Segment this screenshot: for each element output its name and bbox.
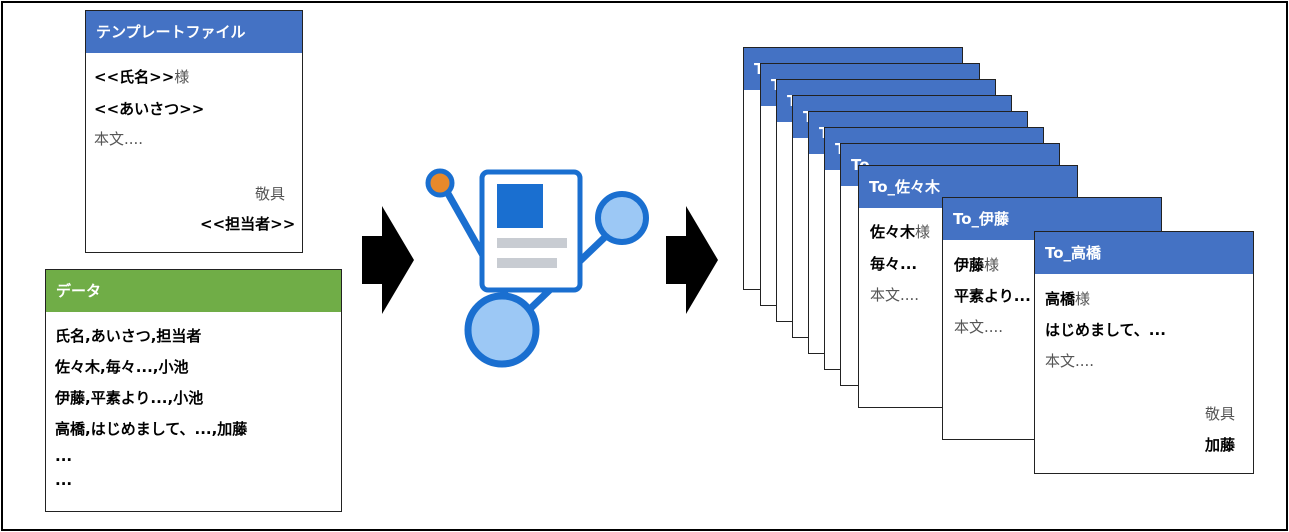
data-card-title: データ — [46, 270, 341, 312]
template-staff-field: <<担当者>> — [200, 215, 296, 233]
data-row: 氏名,あいさつ,担当者 — [55, 327, 202, 345]
output-card-title: To_高橋 — [1035, 232, 1253, 274]
takahashi-name-line: 高橋様 — [1045, 288, 1090, 309]
takahashi-name: 高橋 — [1045, 290, 1076, 308]
template-closing: 敬具 — [255, 185, 286, 203]
output-card-takahashi: To_高橋 — [1034, 231, 1254, 474]
takahashi-closing: 敬具 — [1205, 405, 1236, 423]
takahashi-suffix: 様 — [1075, 290, 1091, 308]
template-card-title: テンプレートファイル — [86, 11, 302, 53]
ito-greeting: 平素より... — [954, 287, 1031, 305]
ito-body: 本文.... — [954, 318, 1004, 336]
document-merge-icon — [425, 168, 649, 368]
data-row: 伊藤,平素より...,小池 — [55, 389, 204, 407]
template-greeting-field: <<あいさつ>> — [94, 100, 205, 118]
data-row: 高橋,はじめまして、...,加藤 — [55, 420, 248, 438]
template-body: 本文.... — [94, 130, 144, 148]
takahashi-body: 本文.... — [1045, 352, 1095, 370]
sasaki-name: 佐々木 — [870, 223, 916, 241]
template-name-field: <<氏名>>様 — [94, 66, 189, 87]
sasaki-suffix: 様 — [915, 223, 931, 241]
takahashi-staff: 加藤 — [1205, 436, 1236, 454]
sasaki-name-line: 佐々木様 — [870, 221, 930, 242]
takahashi-greeting: はじめまして、... — [1045, 321, 1166, 339]
data-row: ... — [55, 447, 73, 465]
name-suffix: 様 — [174, 68, 190, 86]
right-arrow-icon — [666, 206, 718, 314]
ito-name: 伊藤 — [954, 256, 985, 274]
name-placeholder: <<氏名>> — [94, 68, 175, 86]
sasaki-body: 本文.... — [870, 286, 920, 304]
data-row: 佐々木,毎々...,小池 — [55, 358, 189, 376]
data-row: ... — [55, 471, 73, 489]
ito-suffix: 様 — [984, 256, 1000, 274]
ito-name-line: 伊藤様 — [954, 254, 999, 275]
right-arrow-icon — [362, 206, 414, 314]
data-card: データ — [45, 269, 342, 512]
sasaki-greeting: 毎々... — [870, 255, 918, 273]
template-card: テンプレートファイル — [85, 10, 303, 253]
